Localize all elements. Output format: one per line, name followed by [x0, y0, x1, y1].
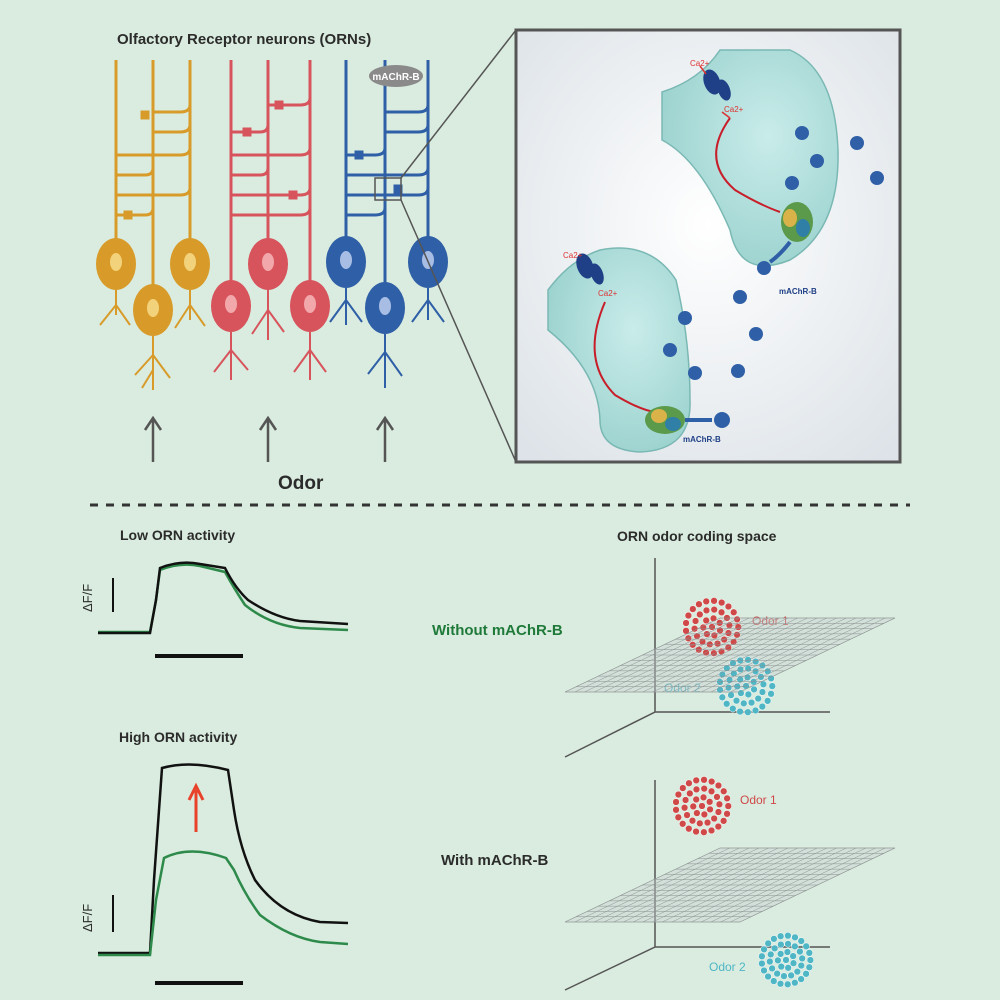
low-activity-traces: [98, 561, 349, 658]
plane-without-gridline: [652, 617, 808, 693]
odor1-cluster-without: [682, 597, 742, 657]
high-trace-mutant: [98, 850, 349, 957]
plane-without-gridline: [623, 617, 779, 693]
plane-without-gridline: [564, 617, 721, 693]
low-trace-control: [98, 561, 349, 635]
plane-with-gridline: [681, 847, 837, 923]
odor-clusters: [672, 597, 815, 988]
odor2-cluster-with: [758, 932, 815, 988]
odor1-label-bottom: Odor 1: [740, 793, 777, 807]
plane-with-gridline: [691, 847, 847, 923]
plane-without-gridline: [594, 617, 750, 693]
plane-with-gridline: [710, 847, 866, 923]
with-machr-label: With mAChR-B: [441, 852, 549, 869]
odor2-label-bottom: Odor 2: [709, 960, 746, 974]
plane-with-gridline: [730, 847, 886, 923]
zoom-box: [374, 177, 402, 201]
plane-without-gridline: [574, 617, 730, 693]
svg-text:Ca2+: Ca2+: [563, 251, 583, 260]
zoom-line-upper: [400, 29, 517, 179]
high-trace-control: [98, 763, 349, 955]
high-activity-title: High ORN activity: [119, 729, 238, 745]
plane-without-gridline: [739, 617, 896, 693]
odor-arrows: [143, 415, 395, 462]
plane-with-gridline: [603, 847, 759, 923]
orn-title: Olfactory Receptor neurons (ORNs): [117, 31, 372, 48]
plane-without-gridline: [710, 617, 866, 693]
plane-with-gridline: [652, 847, 808, 923]
plane-without-gridline: [720, 617, 876, 693]
plane-without-gridline: [642, 617, 798, 693]
svg-text:mAChR-B: mAChR-B: [779, 287, 817, 296]
plane-with-gridline: [574, 847, 730, 923]
orange-neuron-group: [96, 60, 210, 390]
plane-without-gridline: [662, 617, 818, 693]
odor-arrow-1: [143, 415, 163, 462]
plane-without-gridline: [613, 617, 769, 693]
without-machr-label: Without mAChR-B: [432, 622, 563, 639]
increase-arrow: [187, 782, 205, 832]
plane-with-gridline: [613, 847, 769, 923]
svg-text:mAChR-B: mAChR-B: [372, 72, 419, 83]
plane-with-gridline: [671, 847, 828, 923]
svg-text:mAChR-B: mAChR-B: [683, 435, 721, 444]
plane-with-gridline: [584, 847, 740, 923]
red-neuron-group: [211, 60, 330, 380]
odor-label: Odor: [278, 473, 324, 494]
plane-without-gridline: [681, 617, 837, 693]
odor-arrow-3: [375, 415, 395, 462]
machr-tag: mAChR-B: [369, 65, 423, 87]
low-trace-mutant: [98, 563, 349, 634]
plane-gridlines: [564, 617, 896, 923]
zoom-line-lower: [400, 199, 517, 463]
plane-without-gridline: [584, 617, 740, 693]
coding-space-title: ORN odor coding space: [617, 528, 777, 544]
plane-with-gridline: [720, 847, 876, 923]
coding-space-without: [564, 558, 896, 758]
svg-text:Ca2+: Ca2+: [724, 105, 744, 114]
plane-with-gridline: [662, 847, 818, 923]
odor1-cluster-with: [672, 776, 732, 836]
high-activity-traces: [98, 763, 349, 985]
plane-with-gridline: [564, 847, 721, 923]
synapse-inset: Ca2+ Ca2+ Ca2+ Ca2+ mAChR-B mAChR-B: [514, 28, 902, 464]
plane-with-gridline: [623, 847, 779, 923]
odor1-label-top: Odor 1: [752, 614, 789, 628]
plane-with-gridline: [642, 847, 798, 923]
plane-without-gridline: [691, 617, 847, 693]
plane-without-gridline: [701, 617, 857, 693]
low-activity-title: Low ORN activity: [120, 527, 236, 543]
plane-without-gridline: [632, 617, 789, 693]
plane-with-gridline: [594, 847, 750, 923]
ach-molecules: [663, 126, 884, 380]
lower-terminal: [547, 247, 691, 453]
svg-text:Ca2+: Ca2+: [690, 59, 710, 68]
plane-without-gridline: [603, 617, 759, 693]
blue-neuron-group: [326, 60, 448, 388]
plane-without-gridline: [730, 617, 886, 693]
svg-text:Ca2+: Ca2+: [598, 289, 618, 298]
plane-with-gridline: [701, 847, 857, 923]
plane-with-gridline: [739, 847, 896, 923]
odor-arrow-2: [258, 415, 278, 462]
plane-without-gridline: [671, 617, 828, 693]
plane-with-gridline: [632, 847, 789, 923]
